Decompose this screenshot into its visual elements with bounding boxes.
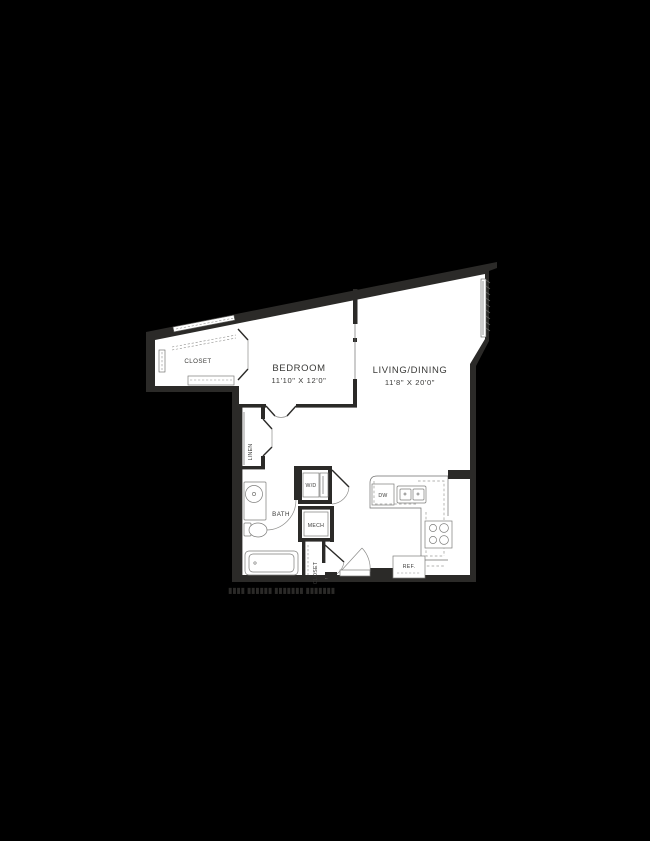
washer-dryer-closet: W/D [298, 466, 350, 505]
living-dining-dimensions: 11'8" X 20'0" [385, 378, 435, 387]
refrigerator: REF. [392, 555, 426, 579]
wd-label: W/D [306, 483, 317, 489]
living-dining-name: LIVING/DINING [373, 365, 448, 376]
linen-label: LINEN [248, 444, 254, 461]
vanity-sink [243, 481, 267, 521]
hall-closet: CLOSET [302, 541, 345, 584]
entry-door [325, 547, 394, 578]
bedroom-name: BEDROOM [272, 363, 325, 374]
bathroom: BATH [239, 466, 300, 578]
dishwasher: DW [371, 483, 395, 506]
closet-bedroom-label: CLOSET [184, 358, 211, 365]
bedroom-window [172, 314, 236, 333]
bedroom-dimensions: 11'10" X 12'0" [272, 376, 327, 385]
bathtub [244, 550, 299, 576]
refrigerator-label: REF. [403, 564, 415, 570]
dishwasher-label: DW [378, 493, 387, 499]
kitchen-sink [396, 485, 427, 504]
mech-label: MECH [308, 523, 324, 529]
kitchen: DW REF. [369, 470, 470, 579]
toilet [243, 522, 268, 538]
bath-label: BATH [272, 511, 290, 518]
wd-door [331, 469, 350, 505]
living-window [480, 278, 491, 338]
room-labels: BEDROOM 11'10" X 12'0" LIVING/DINING 11'… [272, 363, 448, 387]
watermark-text: ▮▮▮▮ ▮▮▮▮▮▮ ▮▮▮▮▮▮▮ ▮▮▮▮▮▮▮ [228, 586, 335, 595]
mech-closet: MECH [298, 506, 334, 542]
bedroom-double-door [239, 404, 357, 418]
linen-closet: LINEN [239, 404, 273, 468]
closet-bedroom: CLOSET [155, 325, 249, 386]
partition-bedroom-living [353, 289, 358, 406]
closet-hall-label: CLOSET [313, 561, 319, 584]
cooktop [424, 520, 453, 549]
